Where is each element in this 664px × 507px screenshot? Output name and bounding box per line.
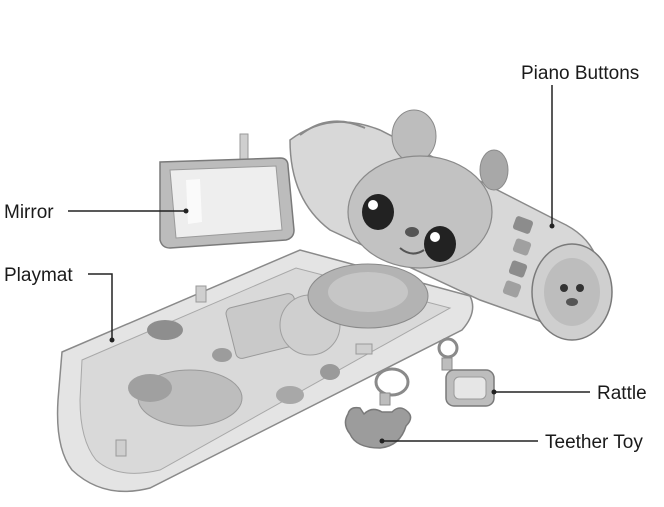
- leader-line-playmat: [88, 273, 113, 338]
- roller-pillow-illustration: [289, 109, 613, 341]
- label-mirror: Mirror: [4, 202, 54, 223]
- leader-dot-playmat: [109, 337, 115, 343]
- label-playmat: Playmat: [4, 265, 73, 286]
- teether-illustration: [344, 367, 412, 449]
- label-teether-toy: Teether Toy: [545, 432, 643, 453]
- mirror-illustration: [159, 133, 295, 249]
- leader-dot-teether: [379, 438, 385, 444]
- leader-dot-piano: [549, 223, 555, 229]
- playmat-illustration: [56, 249, 474, 493]
- rattle-illustration: [437, 337, 495, 407]
- label-rattle: Rattle: [597, 383, 647, 404]
- leader-dot-mirror: [183, 208, 189, 214]
- leader-dot-rattle: [491, 389, 497, 395]
- leader-lines: [68, 85, 590, 444]
- label-piano-buttons: Piano Buttons: [521, 63, 640, 84]
